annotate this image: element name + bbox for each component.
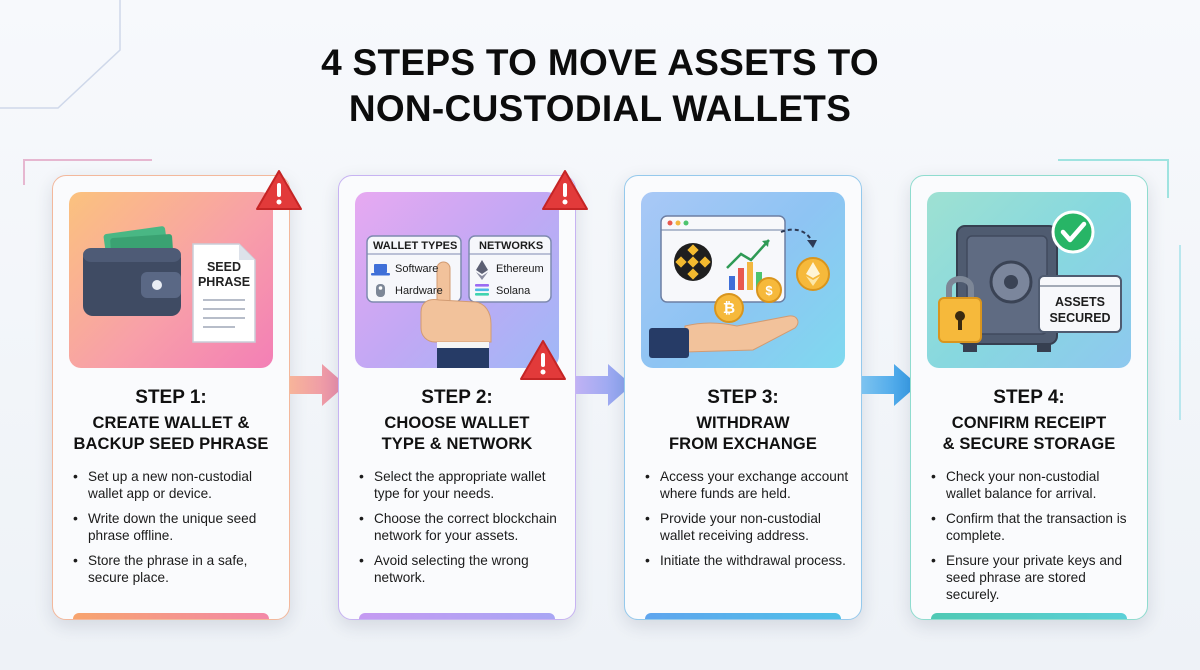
wallet-type-software: Software: [395, 263, 439, 275]
bar-chart-icon: [726, 239, 770, 290]
check-mark-icon: [1051, 210, 1095, 254]
transfer-arrow-icon: [780, 228, 817, 248]
solana-icon: [475, 284, 489, 296]
doc-line-2: PHRASE: [198, 275, 250, 289]
list-item: Write down the unique seed phrase offlin…: [73, 510, 279, 544]
doc-line-1: SEED: [207, 260, 241, 274]
step-1-card: SEED PHRASE STEP 1: CREATE WALLET & BACK…: [52, 175, 290, 620]
step-3-label: STEP 3:: [707, 387, 779, 408]
networks-title: NETWORKS: [479, 240, 544, 252]
step-3-illustration: $ ₿: [641, 192, 845, 368]
list-item: Check your non-custodial wallet balance …: [931, 468, 1137, 502]
svg-text:₿: ₿: [723, 300, 735, 317]
step-3-heading: WITHDRAW FROM EXCHANGE: [631, 413, 855, 455]
dollar-coin-icon: $: [756, 277, 782, 303]
step-2-bullets: Select the appropriate wallet type for y…: [359, 468, 565, 594]
step-4-card: ASSETS SECURED STEP 4: CONFIRM RECEIPT &…: [910, 175, 1148, 620]
warning-icon: [542, 170, 588, 210]
svg-text:$: $: [765, 283, 773, 298]
list-item: Select the appropriate wallet type for y…: [359, 468, 565, 502]
list-item: Avoid selecting the wrong network.: [359, 552, 565, 586]
wallet-types-title: WALLET TYPES: [373, 240, 458, 252]
step-4-label: STEP 4:: [993, 387, 1065, 408]
page-title: 4 STEPS TO MOVE ASSETS TO NON-CUSTODIAL …: [0, 40, 1200, 132]
step-3-bullets: Access your exchange account where funds…: [645, 468, 851, 577]
step-4-heading: CONFIRM RECEIPT & SECURE STORAGE: [917, 413, 1141, 455]
badge-line-1: ASSETS: [1055, 295, 1105, 309]
binance-logo-icon: [674, 243, 712, 281]
list-item: Confirm that the transaction is complete…: [931, 510, 1137, 544]
step-4-heading-line-2: & SECURE STORAGE: [942, 435, 1116, 453]
ethereum-coin-icon: [796, 257, 830, 291]
wallet-icon: [83, 248, 181, 316]
step-1-heading: CREATE WALLET & BACKUP SEED PHRASE: [59, 413, 283, 455]
list-item: Set up a new non-custodial wallet app or…: [73, 468, 279, 502]
list-item: Choose the correct blockchain network fo…: [359, 510, 565, 544]
step-2-label: STEP 2:: [421, 387, 493, 408]
step-3-heading-line-1: WITHDRAW: [696, 414, 790, 432]
seed-phrase-document-icon: SEED PHRASE: [192, 243, 256, 343]
step-2-accent-bar: [359, 613, 555, 619]
network-solana: Solana: [496, 285, 531, 297]
open-hand-icon: [649, 315, 799, 358]
title-line-2: NON-CUSTODIAL WALLETS: [348, 88, 852, 129]
step-3-card: $ ₿ STEP 3: WITHDRAW FROM EXCHANGE Acces…: [624, 175, 862, 620]
list-item: Provide your non-custodial wallet receiv…: [645, 510, 851, 544]
network-ethereum: Ethereum: [496, 263, 544, 275]
badge-line-2: SECURED: [1049, 311, 1110, 325]
step-4-heading-line-1: CONFIRM RECEIPT: [951, 414, 1107, 432]
networks-panel: [468, 235, 552, 303]
ethereum-icon: [476, 260, 488, 280]
step-1-illustration: SEED PHRASE: [69, 192, 273, 368]
arrow-right-icon: [290, 364, 346, 406]
warning-icon: [520, 340, 566, 380]
laptop-icon: [371, 264, 390, 276]
step-2-heading-line-2: TYPE & NETWORK: [381, 435, 533, 453]
bitcoin-coin-icon: ₿: [714, 293, 744, 323]
step-4-accent-bar: [931, 613, 1127, 619]
pointing-hand-icon: [420, 261, 492, 368]
padlock-icon: [938, 276, 982, 343]
step-4-illustration: ASSETS SECURED: [927, 192, 1131, 368]
step-3-heading-line-2: FROM EXCHANGE: [669, 435, 817, 453]
step-2-heading: CHOOSE WALLET TYPE & NETWORK: [345, 413, 569, 455]
step-2-illustration: WALLET TYPES Software Hardware NETWORKS …: [355, 192, 559, 368]
step-1-heading-line-2: BACKUP SEED PHRASE: [73, 435, 269, 453]
step-1-accent-bar: [73, 613, 269, 619]
list-item: Ensure your private keys and seed phrase…: [931, 552, 1137, 603]
arrow-right-icon: [862, 364, 918, 406]
hardware-key-icon: [376, 284, 385, 297]
list-item: Store the phrase in a safe, secure place…: [73, 552, 279, 586]
step-1-bullets: Set up a new non-custodial wallet app or…: [73, 468, 279, 594]
list-item: Initiate the withdrawal process.: [645, 552, 851, 569]
list-item: Access your exchange account where funds…: [645, 468, 851, 502]
warning-icon: [256, 170, 302, 210]
step-2-card: WALLET TYPES Software Hardware NETWORKS …: [338, 175, 576, 620]
assets-secured-badge: ASSETS SECURED: [1038, 275, 1122, 333]
step-1-heading-line-1: CREATE WALLET &: [92, 414, 250, 432]
step-4-bullets: Check your non-custodial wallet balance …: [931, 468, 1137, 611]
step-2-heading-line-1: CHOOSE WALLET: [384, 414, 530, 432]
step-3-accent-bar: [645, 613, 841, 619]
arrow-right-icon: [576, 364, 632, 406]
safe-vault-icon: [956, 225, 1058, 352]
title-line-1: 4 STEPS TO MOVE ASSETS TO: [321, 42, 879, 83]
step-1-label: STEP 1:: [135, 387, 207, 408]
wallet-type-hardware: Hardware: [395, 285, 443, 297]
